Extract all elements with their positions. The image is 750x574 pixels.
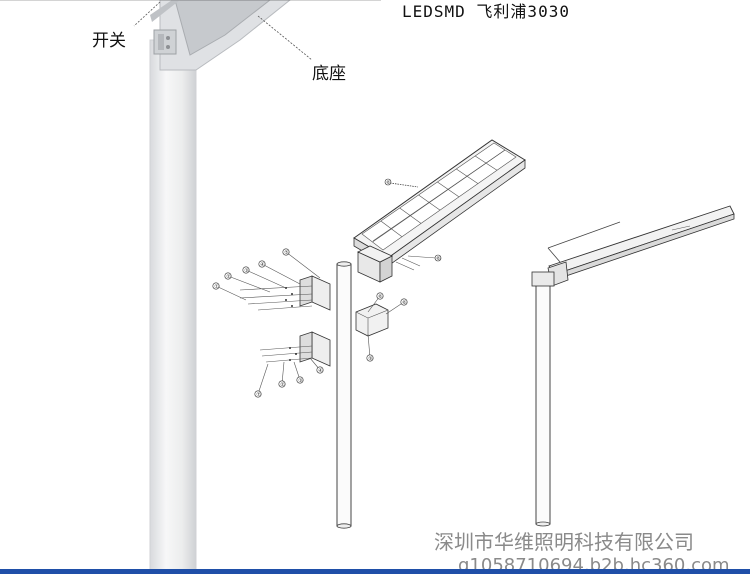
part-number: ② [280,382,285,388]
part-leader-line [257,363,269,395]
part-number: ⑨ [368,356,372,362]
part-number: ③ [298,378,302,384]
part-leader-line [245,269,287,289]
callout-lines [133,1,313,61]
assembled-lamp [531,205,735,527]
watermark-company: 深圳市华维照明科技有限公司 [434,530,694,554]
part-leader-line [215,285,247,301]
pole-clamp [355,303,389,337]
exploded-pole [336,261,352,529]
part-leader-line [367,333,371,359]
switch-label: 开关 [92,31,126,51]
part-leader-line [285,251,321,279]
part-number: ⑤ [284,250,288,256]
part-number-circle [400,298,408,306]
part-leader-line [227,275,271,293]
svg-text:⑥: ⑥ [436,256,441,262]
spec-text: LEDSMD 飞利浦3030 [402,2,570,21]
part-leader-line [261,263,301,285]
part-number-circle [278,380,286,388]
part-number-labels: ⑤ ④ ② ① ③ ⑥ ⑥ ⑨ ④ ③ ② ⑦ [212,248,408,398]
part-number: ① [214,284,219,290]
solar-panel-exploded: ⑥ ⑥ [0,0,526,283]
base-label: 底座 [312,64,346,84]
part-number: ⑦ [256,392,261,398]
part-number-circle [224,272,232,280]
part-number-circle [254,390,262,398]
part-number: ⑥ [378,294,383,300]
large-pole [149,0,291,574]
part-number-circle [282,248,290,256]
upper-bracket [239,275,331,311]
panel-grid-line [372,149,506,243]
part-number: ⑥ [402,300,407,306]
bottom-strip [0,569,750,574]
part-number-circle [376,292,384,300]
part-number: ④ [260,262,265,268]
part-number: ④ [318,368,323,374]
part-number-circle [212,282,220,290]
lower-bracket [259,331,331,367]
part-number-circle [242,266,250,274]
part-leader-line [385,301,405,315]
part-number-circle [258,260,266,268]
part-number: ③ [244,268,248,274]
part-number: ② [226,274,231,280]
part-number-circle [316,366,324,374]
svg-text:⑥: ⑥ [386,180,391,186]
part-leader-line [281,361,285,385]
part-number-circle [296,376,304,384]
part-number-circle [366,354,374,362]
